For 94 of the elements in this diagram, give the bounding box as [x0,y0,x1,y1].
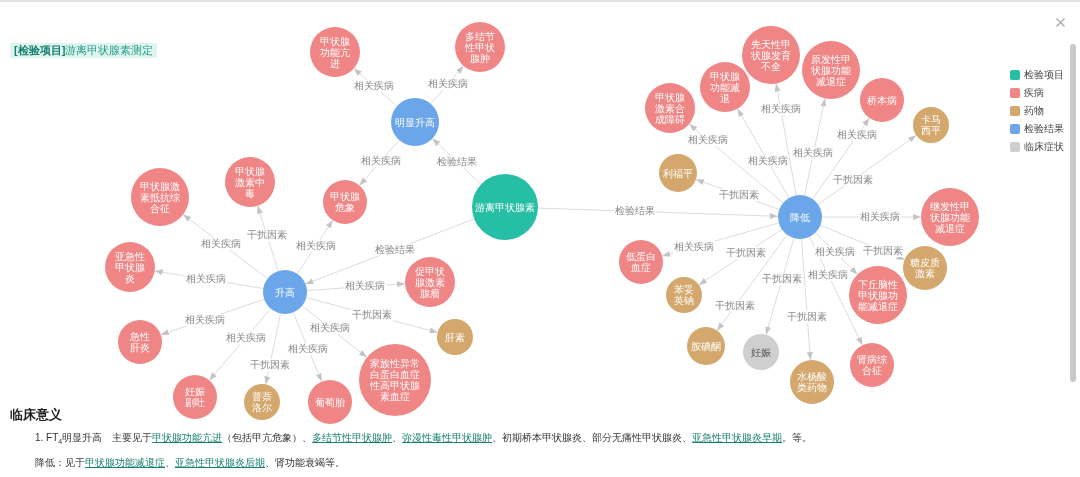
edge-label: 相关疾病 [309,322,352,335]
symptom-node: 妊娠 [743,334,779,370]
arrow [765,237,795,336]
arrow [812,117,870,200]
legend-label: 检验项目 [1024,69,1064,81]
drug-node: 普萘洛尔 [244,384,280,420]
arrow [688,123,784,204]
edge-label: 检验结果 [373,243,416,256]
edge-label: 干扰因素 [786,310,829,323]
edge-label: 相关疾病 [807,269,850,282]
edge-label: 干扰因素 [862,245,905,257]
edge-label: 检验结果 [436,155,478,168]
drug-node: 卡马西平 [913,107,949,143]
edge-label: 相关疾病 [792,147,835,160]
test-item-node: 游离甲状腺素 [472,174,538,240]
edge-label: 相关疾病 [183,313,226,326]
arrow [801,238,813,361]
edge-label: 相关疾病 [294,240,337,253]
note-text: 、肾功能衰竭等。 [265,457,345,468]
disease-node: 葡萄胎 [308,380,352,424]
edge-label: 相关疾病 [426,78,469,91]
edge-label: 相关疾病 [859,211,901,223]
disease-node: 肾病综合征 [850,343,894,387]
disease-node: 亚急性甲状腺炎 [105,242,155,292]
legend-label: 药物 [1024,105,1044,117]
text-link: 甲状腺功能亢进 [152,432,223,443]
disease-node: 甲状腺功能减退 [700,62,750,112]
drug-node: 糖皮质激素 [903,246,947,290]
disease-node: 下丘脑性甲状腺功能减退症 [849,266,907,324]
drug-node: 苯妥英钠 [666,277,702,313]
disease-node: 家族性异常白蛋白血症性高甲状腺素血症 [359,344,431,416]
edge-label: 干扰因素 [832,173,875,186]
arrow [716,234,788,332]
text-link: 多结节性甲状腺肿 [312,432,393,443]
drug-node: 利福平 [659,154,697,192]
arrow [804,97,827,196]
edge-label: 相关疾病 [836,129,879,142]
edge-label: 干扰因素 [248,359,291,372]
edge-label: 相关疾病 [352,79,395,92]
disease-node: 甲状腺激素合成障碍 [645,83,695,133]
page-title: [检验项目]游离甲状腺素测定 [10,43,158,58]
disease-node: 原发性甲状腺功能减退症 [802,41,860,99]
disease-node: 桥本病 [860,78,904,122]
disease-node: 甲状腺激素中毒 [225,157,275,207]
result-node: 升高 [263,270,307,314]
edge-label: 干扰因素 [760,273,803,286]
edge-label: 相关疾病 [759,102,802,115]
edge-label: 干扰因素 [351,309,393,321]
edge-label: 相关疾病 [814,246,857,259]
text-link: 亚急性甲状腺炎后期 [175,457,265,468]
text-link: 弥漫性毒性甲状腺肿 [402,432,493,443]
edge-label: 干扰因素 [245,228,288,241]
result-node: 降低 [778,195,822,239]
edge-label: 干扰因素 [725,247,768,260]
disease-node: 甲状腺激素抵抗综合征 [131,168,189,226]
edge-label: 相关疾病 [359,155,402,168]
drug-node: 胺碘酮 [687,327,725,365]
edge-label: 相关疾病 [287,343,330,356]
edge-label: 相关疾病 [185,273,227,286]
note-text: 、 [392,432,403,443]
edge-label: 相关疾病 [673,240,716,253]
edge-label: 干扰因素 [714,299,757,312]
note-text: 降低：见于 [35,457,85,468]
edge-label: 相关疾病 [224,331,267,344]
edge-label: 相关疾病 [687,133,730,146]
result-node: 明显升高 [391,98,439,146]
disease-node: 妊娠剧吐 [173,375,217,419]
disease-node: 促甲状腺激素腺瘤 [405,257,455,307]
arrow [208,308,272,381]
disease-node: 多结节性甲状腺肿 [455,22,505,72]
note-text: 、初期桥本甲状腺炎、部分无痛性甲状腺炎、 [492,432,693,443]
note-text: 、 [165,457,175,468]
note-text: 1. FT$_{4}$明显升高 主要见于 [35,432,153,443]
disease-node: 急性肝炎 [118,320,162,364]
edge-label: 检验结果 [613,205,656,218]
edge-label: 相关疾病 [746,154,789,167]
drug-node: 水杨酸类药物 [790,360,834,404]
disease-node: 低蛋白血症 [619,240,663,284]
disease-node: 甲状腺功能亢进 [310,27,360,77]
drug-node: 肝素 [437,319,473,355]
disease-node: 继发性甲状腺功能减退症 [921,188,979,246]
disease-node: 甲状腺危象 [323,180,367,224]
arrow [774,83,797,196]
legend-label: 检验结果 [1024,123,1064,135]
legend-label: 临床症状 [1024,141,1064,153]
text-link: 甲状腺功能减退症 [85,457,165,468]
disease-node: 先天性甲状腺发育不全 [742,26,800,84]
edge-label: 相关疾病 [343,280,386,293]
edge-label: 相关疾病 [200,237,243,250]
note-text: （包括甲亢危象）、 [222,432,313,443]
edge-label: 干扰因素 [717,188,760,201]
legend-label: 疾病 [1024,87,1044,99]
section-heading: 临床意义 [10,407,62,422]
note-text: 。等。 [782,432,813,443]
